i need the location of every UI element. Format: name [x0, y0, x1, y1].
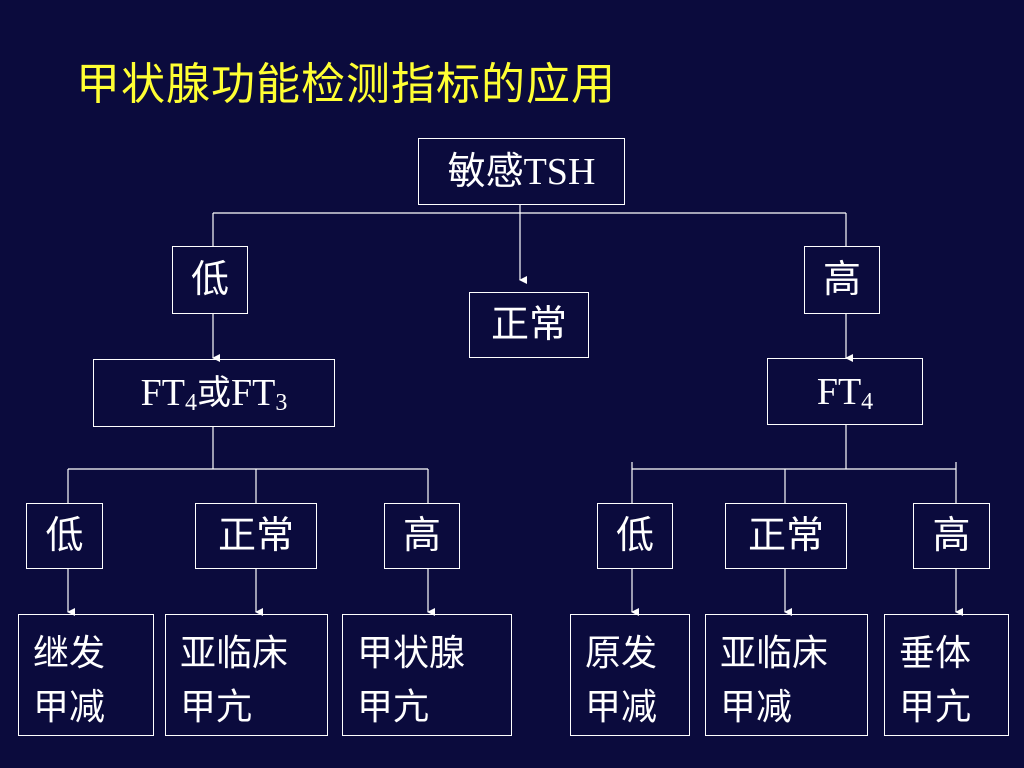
or-label: 或: [197, 373, 231, 413]
result-thyroid-hyperthyroidism: 甲状腺 甲亢: [342, 614, 512, 736]
node-right-high: 高: [913, 503, 990, 569]
result-pituitary-hyperthyroidism: 垂体 甲亢: [884, 614, 1009, 736]
page-title: 甲状腺功能检测指标的应用: [76, 59, 616, 110]
node-sensitive-tsh: 敏感TSH: [418, 138, 625, 205]
node-tsh-normal: 正常: [469, 292, 589, 358]
node-left-high: 高: [384, 503, 460, 569]
ft4-right-subscript: 4: [861, 388, 874, 415]
ft4-label: FT: [140, 372, 185, 414]
node-tsh-high: 高: [804, 246, 880, 314]
node-right-low: 低: [597, 503, 673, 569]
result-primary-hypothyroidism: 原发 甲减: [570, 614, 690, 736]
result-subclinical-hypothyroidism: 亚临床 甲减: [705, 614, 868, 736]
node-left-low: 低: [26, 503, 103, 569]
node-left-normal: 正常: [195, 503, 317, 569]
ft4-right-label: FT: [816, 370, 862, 413]
result-subclinical-hyperthyroidism: 亚临床 甲亢: [165, 614, 328, 736]
ft4-subscript: 4: [185, 390, 197, 416]
node-tsh-low: 低: [172, 246, 248, 314]
ft3-label: FT: [231, 372, 276, 414]
ft3-subscript: 3: [275, 390, 288, 416]
node-right-normal: 正常: [725, 503, 847, 569]
result-secondary-hypothyroidism: 继发 甲减: [18, 614, 154, 736]
